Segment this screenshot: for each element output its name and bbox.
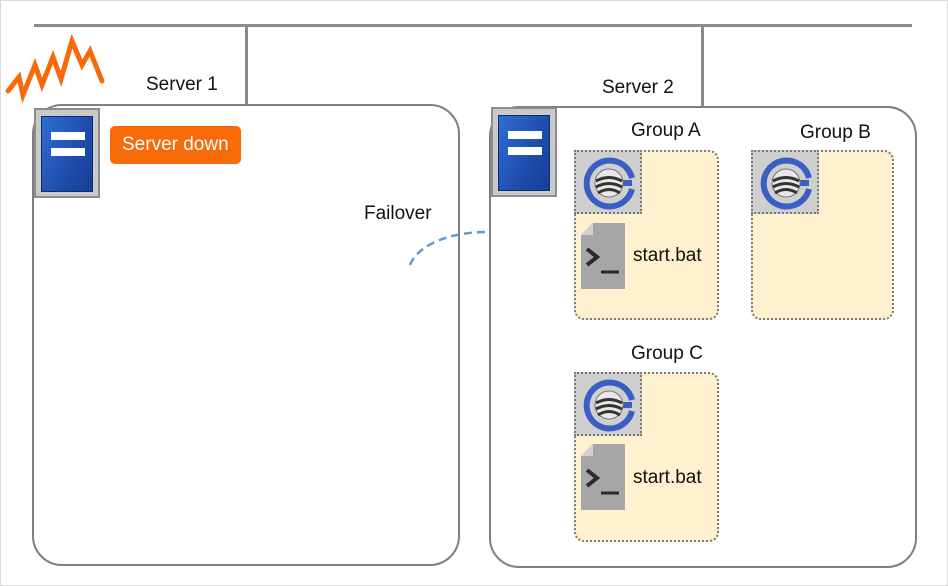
group-c-script-label: start.bat — [633, 467, 702, 488]
failover-label: Failover — [364, 203, 432, 224]
network-line — [34, 24, 912, 27]
server1-icon — [34, 108, 100, 198]
group-c-script-icon — [581, 444, 625, 510]
group-b-label: Group B — [800, 122, 871, 143]
group-c-label: Group C — [631, 343, 703, 364]
group-b-cluster-icon — [751, 150, 819, 214]
server2-icon — [491, 107, 557, 197]
server1-label: Server 1 — [146, 74, 218, 95]
server2-network-link — [701, 26, 704, 107]
group-a-cluster-icon — [574, 150, 642, 214]
server1-network-link — [245, 26, 248, 105]
group-c-cluster-icon — [574, 372, 642, 436]
server2-label: Server 2 — [602, 77, 674, 98]
group-a-script-label: start.bat — [633, 245, 702, 266]
server-down-badge: Server down — [110, 126, 241, 164]
group-a-script-icon — [581, 223, 625, 289]
server1-box — [32, 104, 460, 566]
group-a-label: Group A — [631, 120, 701, 141]
alert-burst-icon — [5, 35, 105, 104]
